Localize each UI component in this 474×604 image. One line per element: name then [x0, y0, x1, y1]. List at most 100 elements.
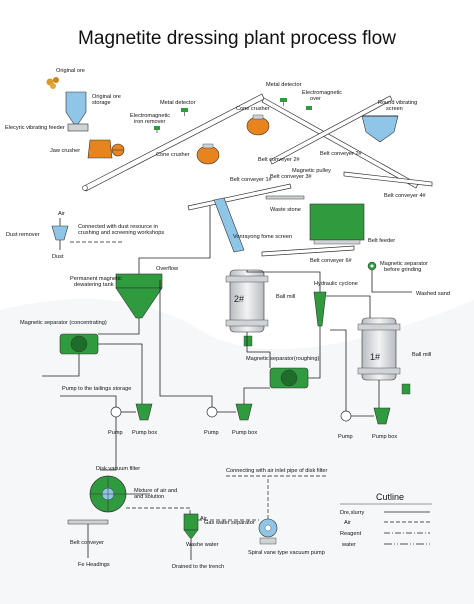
- jaw-crusher: [87, 139, 125, 159]
- mag-sep-roughing: [269, 367, 309, 389]
- ball-mill-2: [225, 269, 269, 333]
- connecting-note: Connecting with air inlet pipe of disk f…: [226, 468, 327, 474]
- pump-1-label: Pump: [108, 430, 123, 436]
- pump-box-3-label: Pump box: [372, 434, 397, 440]
- original-ore-icon: [46, 77, 59, 89]
- pump-3-label: Pump: [338, 434, 353, 440]
- background-shape: [0, 298, 474, 604]
- em-remover-label-1: Electromagnetic: [130, 113, 170, 119]
- belt-conveyer-6: [261, 245, 355, 257]
- mill-2-motor: [243, 335, 253, 347]
- dust-remover-label: Dust remover: [6, 232, 40, 238]
- pump-1: [110, 406, 122, 418]
- dewatering-tank: [115, 273, 163, 319]
- waste-stone-belt: [265, 195, 305, 200]
- cone-crusher-2: [246, 114, 270, 136]
- vonrayong-label: Vonrayong fome screen: [233, 234, 292, 240]
- legend-item-reagent: Reagent: [340, 531, 362, 537]
- em-over-icon: [306, 106, 312, 110]
- ball-mill-1-number: 1#: [370, 352, 380, 362]
- belt-6-label: Belt conveyer 6#: [310, 258, 353, 264]
- dust-label: Dust: [52, 254, 64, 260]
- metal-detector-1-label: Metal detector: [160, 100, 196, 106]
- filtration-pipes: [87, 476, 269, 560]
- cone-crusher-2-label: Cone crusher: [236, 106, 270, 112]
- belt-4-label: Belt conveyer 4#: [384, 193, 427, 199]
- pump-tailings-label: Pump to the tailings storage: [62, 386, 131, 392]
- belt-conveyer-4: [343, 171, 433, 187]
- ore-storage-label-2: storage: [92, 100, 111, 106]
- pump-box-3: [373, 407, 391, 425]
- belt-3-label: Belt conveyer 3#: [270, 174, 313, 180]
- waste-stone-label: Waste stone: [270, 207, 301, 213]
- ball-mill-1-label: Ball mill: [412, 352, 431, 358]
- pump-box-1-label: Pump box: [132, 430, 157, 436]
- cyclone-label: Hydraulic cyclone: [314, 281, 358, 287]
- em-iron-remover-icon: [154, 126, 160, 133]
- original-ore-label: Original ore: [56, 68, 85, 74]
- belt-feeder-bin: [309, 203, 365, 245]
- vonrayong-screen: [213, 197, 245, 253]
- mixture-label-1: Mixture of air and: [134, 488, 177, 494]
- disk-vacuum-filter: [89, 475, 127, 513]
- metal-detector-2-icon: [280, 98, 287, 106]
- pump-box-2-label: Pump box: [232, 430, 257, 436]
- gas-water-separator: [183, 513, 199, 539]
- hydraulic-cyclone: [313, 291, 327, 327]
- dewatering-label-1: Permanent magnetic: [70, 276, 122, 282]
- pump-2: [206, 406, 218, 418]
- gas-water-sep-label: Gas water separator: [204, 520, 255, 526]
- dust-note-2: crushing and screening workshops: [78, 230, 164, 236]
- mag-sep-grinding-icon: [367, 261, 377, 271]
- em-over-label-1: Electromagnetic: [302, 90, 342, 96]
- round-screen-label-1: Round vibrating: [378, 100, 417, 106]
- vibrating-feeder-label: Elecyric vibrating feeder: [5, 125, 65, 131]
- legend: Cutline Dre,slurry Air Reagent water: [340, 492, 432, 548]
- em-over-label-2: over: [310, 96, 321, 102]
- cone-crusher-1: [196, 143, 220, 165]
- belt-2-label: Belt conveyer 2#: [258, 157, 301, 163]
- slurry-pipes: [42, 270, 380, 471]
- ore-storage-label-1: Original ore: [92, 94, 121, 100]
- drained-label: Drained to the trench: [172, 564, 224, 570]
- ore-storage-bin: [65, 91, 87, 125]
- mixture-label-2: and solution: [134, 494, 164, 500]
- pump-box-2: [235, 403, 253, 421]
- em-remover-label-2: iron remover: [134, 119, 166, 125]
- round-screen-label-2: screen: [386, 106, 403, 112]
- mag-sep-grinding-label-1: Magnetic separator: [380, 261, 428, 267]
- pump-3: [340, 410, 352, 422]
- overflow-pipe: [138, 206, 211, 274]
- vibrating-feeder: [67, 123, 89, 132]
- legend-item-air: Air: [344, 520, 351, 526]
- mag-sep-rough-label: Magnetic separator(roughing): [246, 356, 320, 362]
- metal-detector-1-icon: [181, 108, 188, 116]
- overflow-label: Overflow: [156, 266, 179, 272]
- washe-water-label: Washe water: [186, 542, 219, 548]
- belt-feeder-label: Belt feeder: [368, 238, 395, 244]
- belt-conveyer-label: Belt conveyer: [70, 540, 104, 546]
- mag-sep-concentrating: [59, 333, 99, 355]
- filter-belt-conveyer: [67, 519, 109, 525]
- mag-sep-grinding-label-2: before grinding: [384, 267, 421, 273]
- washed-sand-line: [371, 270, 412, 293]
- belt-conveyer-2: [261, 97, 419, 189]
- round-vibrating-screen: [361, 115, 399, 143]
- vacuum-pump-label: Spiral vane type vacuum pump: [248, 550, 325, 556]
- ball-mill-2-label: Ball mill: [276, 294, 295, 300]
- dust-note-1: Connected with dust resource in: [78, 224, 158, 230]
- mag-sep-conc-label: Magnetic separator (concentrating): [20, 320, 107, 326]
- fe-headings-label: Fe Headings: [78, 562, 110, 568]
- dewatering-label-2: dewatering tank: [74, 282, 114, 288]
- air-label: Air: [58, 211, 65, 217]
- cone-crusher-1-label: Cone crusher: [156, 152, 190, 158]
- air-2-label: Air: [200, 516, 207, 522]
- diagram-title: Magnetite dressing plant process flow: [78, 28, 396, 49]
- washed-sand-label: Washed sand: [416, 291, 450, 297]
- pump-box-1: [135, 403, 153, 421]
- mill-1-motor: [401, 383, 411, 395]
- belt-conveyer-3: [187, 183, 292, 211]
- vacuum-pump: [258, 518, 278, 545]
- disk-filter-label: Disk vacuum filter: [96, 466, 140, 472]
